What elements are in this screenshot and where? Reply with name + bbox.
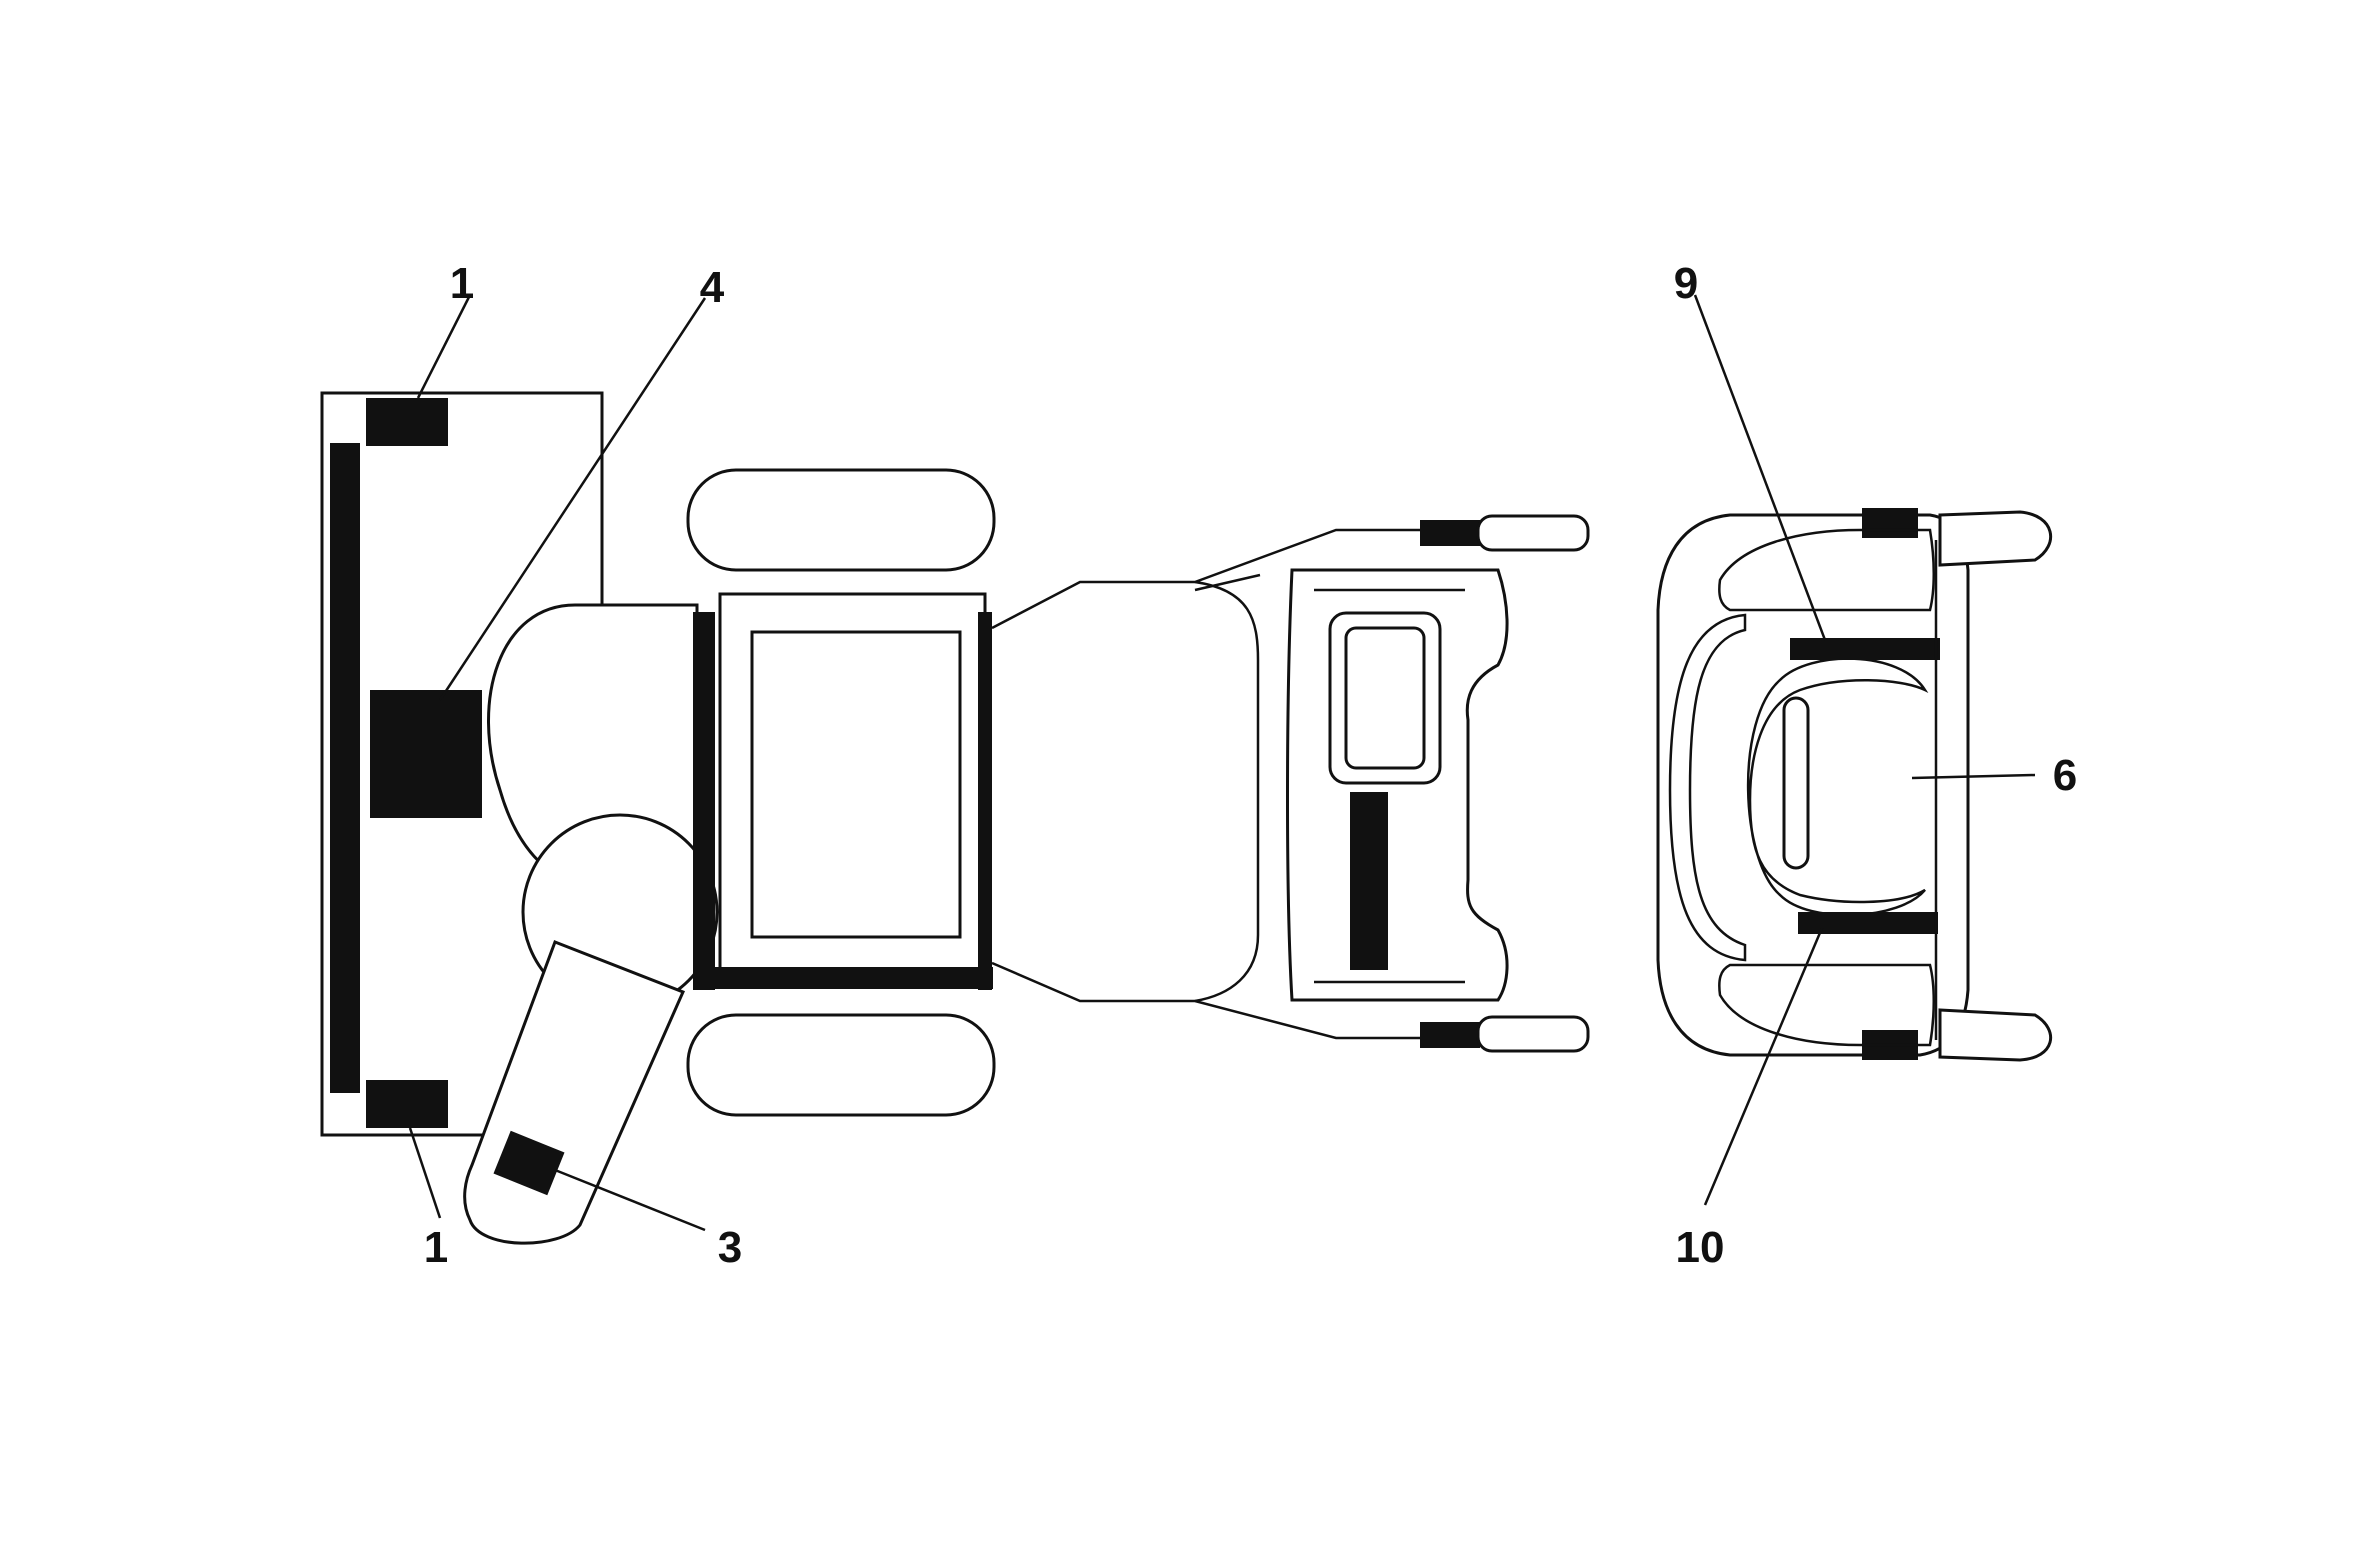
body-band-bottom xyxy=(700,967,993,989)
wheel-left-bottom xyxy=(686,1013,996,1117)
callout-10: 10 xyxy=(1676,1223,1725,1272)
handle-grip-bottom xyxy=(1476,1015,1590,1053)
callout-6: 6 xyxy=(2053,751,2077,800)
wheel-left-top xyxy=(686,468,996,572)
leader-10 xyxy=(1703,927,1824,1206)
callout-4: 4 xyxy=(700,263,725,312)
callout-3: 3 xyxy=(718,1223,742,1272)
machine-top-view xyxy=(320,391,1590,1245)
leader-4 xyxy=(438,297,707,701)
body-band-left xyxy=(693,612,715,990)
console-window-inner xyxy=(1344,626,1426,770)
body-band-right xyxy=(978,612,992,990)
callout-9: 9 xyxy=(1674,259,1698,308)
decal-4 xyxy=(370,690,482,818)
leader-6 xyxy=(1911,773,2036,780)
frame-brace-top xyxy=(1194,573,1261,592)
end-left-rim xyxy=(1668,613,1747,962)
leader-lines xyxy=(408,294,2036,1232)
handle-grip-top xyxy=(1476,514,1590,552)
end-hood xyxy=(1746,657,1929,917)
handle-grip-top-black xyxy=(1420,520,1480,546)
leader-3 xyxy=(554,1168,706,1232)
decal-3 xyxy=(493,1130,565,1196)
callout-1-top: 1 xyxy=(450,259,474,308)
end-handle-bottom xyxy=(1938,1008,2053,1062)
decal-1-bottom xyxy=(366,1080,448,1128)
leader-1-bottom xyxy=(408,1127,442,1219)
leader-9 xyxy=(1693,294,1827,641)
console-decal-strip xyxy=(1350,792,1388,970)
decal-9 xyxy=(1790,638,1940,660)
decal-10 xyxy=(1798,912,1938,934)
end-top-contour xyxy=(1718,528,1935,612)
callout-1-bottom: 1 xyxy=(424,1223,448,1272)
handle-grip-bottom-black xyxy=(1420,1022,1480,1048)
decal-1-top xyxy=(366,398,448,446)
machine-end-view xyxy=(1656,508,2053,1062)
end-bottom-contour xyxy=(1718,963,1935,1047)
leader-1-top xyxy=(416,294,472,399)
deck-rear-strip xyxy=(330,443,360,1093)
callout-labels: 1 4 1 3 9 6 10 xyxy=(424,259,2077,1272)
end-handle-top xyxy=(1938,510,2053,567)
chute-assembly xyxy=(463,813,719,1245)
body-inner-panel xyxy=(750,630,962,939)
end-view-outer xyxy=(1656,513,1970,1057)
frame-cross xyxy=(1194,580,1260,1003)
end-decal-top xyxy=(1862,508,1918,538)
end-slot xyxy=(1782,696,1810,870)
